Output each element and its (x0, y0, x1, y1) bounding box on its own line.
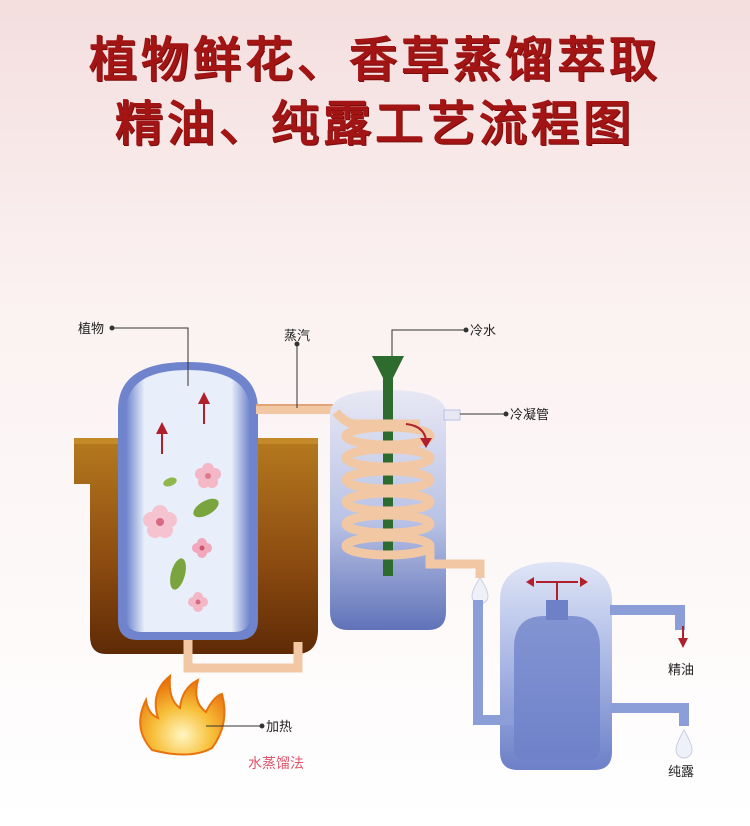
separator-arrows (526, 577, 588, 600)
cold-water-inlet (372, 356, 404, 576)
hydrosol-droplet (675, 728, 693, 759)
label-plant: 植物 (78, 322, 104, 337)
return-pipe (183, 636, 303, 673)
plant-material (143, 463, 221, 612)
label-condenser: 冷凝管 (510, 407, 549, 423)
distillation-flask (118, 362, 258, 640)
label-method: 水蒸馏法 (248, 756, 304, 772)
label-hydrosol: 纯露 (668, 765, 694, 780)
label-steam: 蒸汽 (284, 329, 310, 344)
condenser-outlet-stub (443, 409, 461, 421)
oil-outlet-pipe (610, 605, 685, 630)
leader-lines (109, 325, 509, 729)
label-heating: 加热 (266, 720, 292, 735)
condenser-coil (332, 409, 485, 578)
steam-pipe (256, 404, 336, 414)
page-title-line-2: 精油、纯露工艺流程图 (114, 96, 635, 152)
oil-water-separator (500, 562, 612, 770)
separator-feed-pipe (473, 600, 514, 725)
title-block: 植物鲜花、香草蒸馏萃取 精油、纯露工艺流程图 (0, 28, 750, 156)
coil-flow-arrow (405, 423, 432, 448)
label-cold-water: 冷水 (470, 324, 496, 339)
label-essential-oil: 精油 (668, 663, 694, 678)
oil-flow-arrow (678, 626, 688, 648)
hydrosol-outlet-pipe (610, 703, 689, 726)
flame-icon (139, 673, 226, 756)
page-title-line-1: 植物鲜花、香草蒸馏萃取 (88, 32, 661, 88)
vapor-arrows (156, 392, 210, 454)
